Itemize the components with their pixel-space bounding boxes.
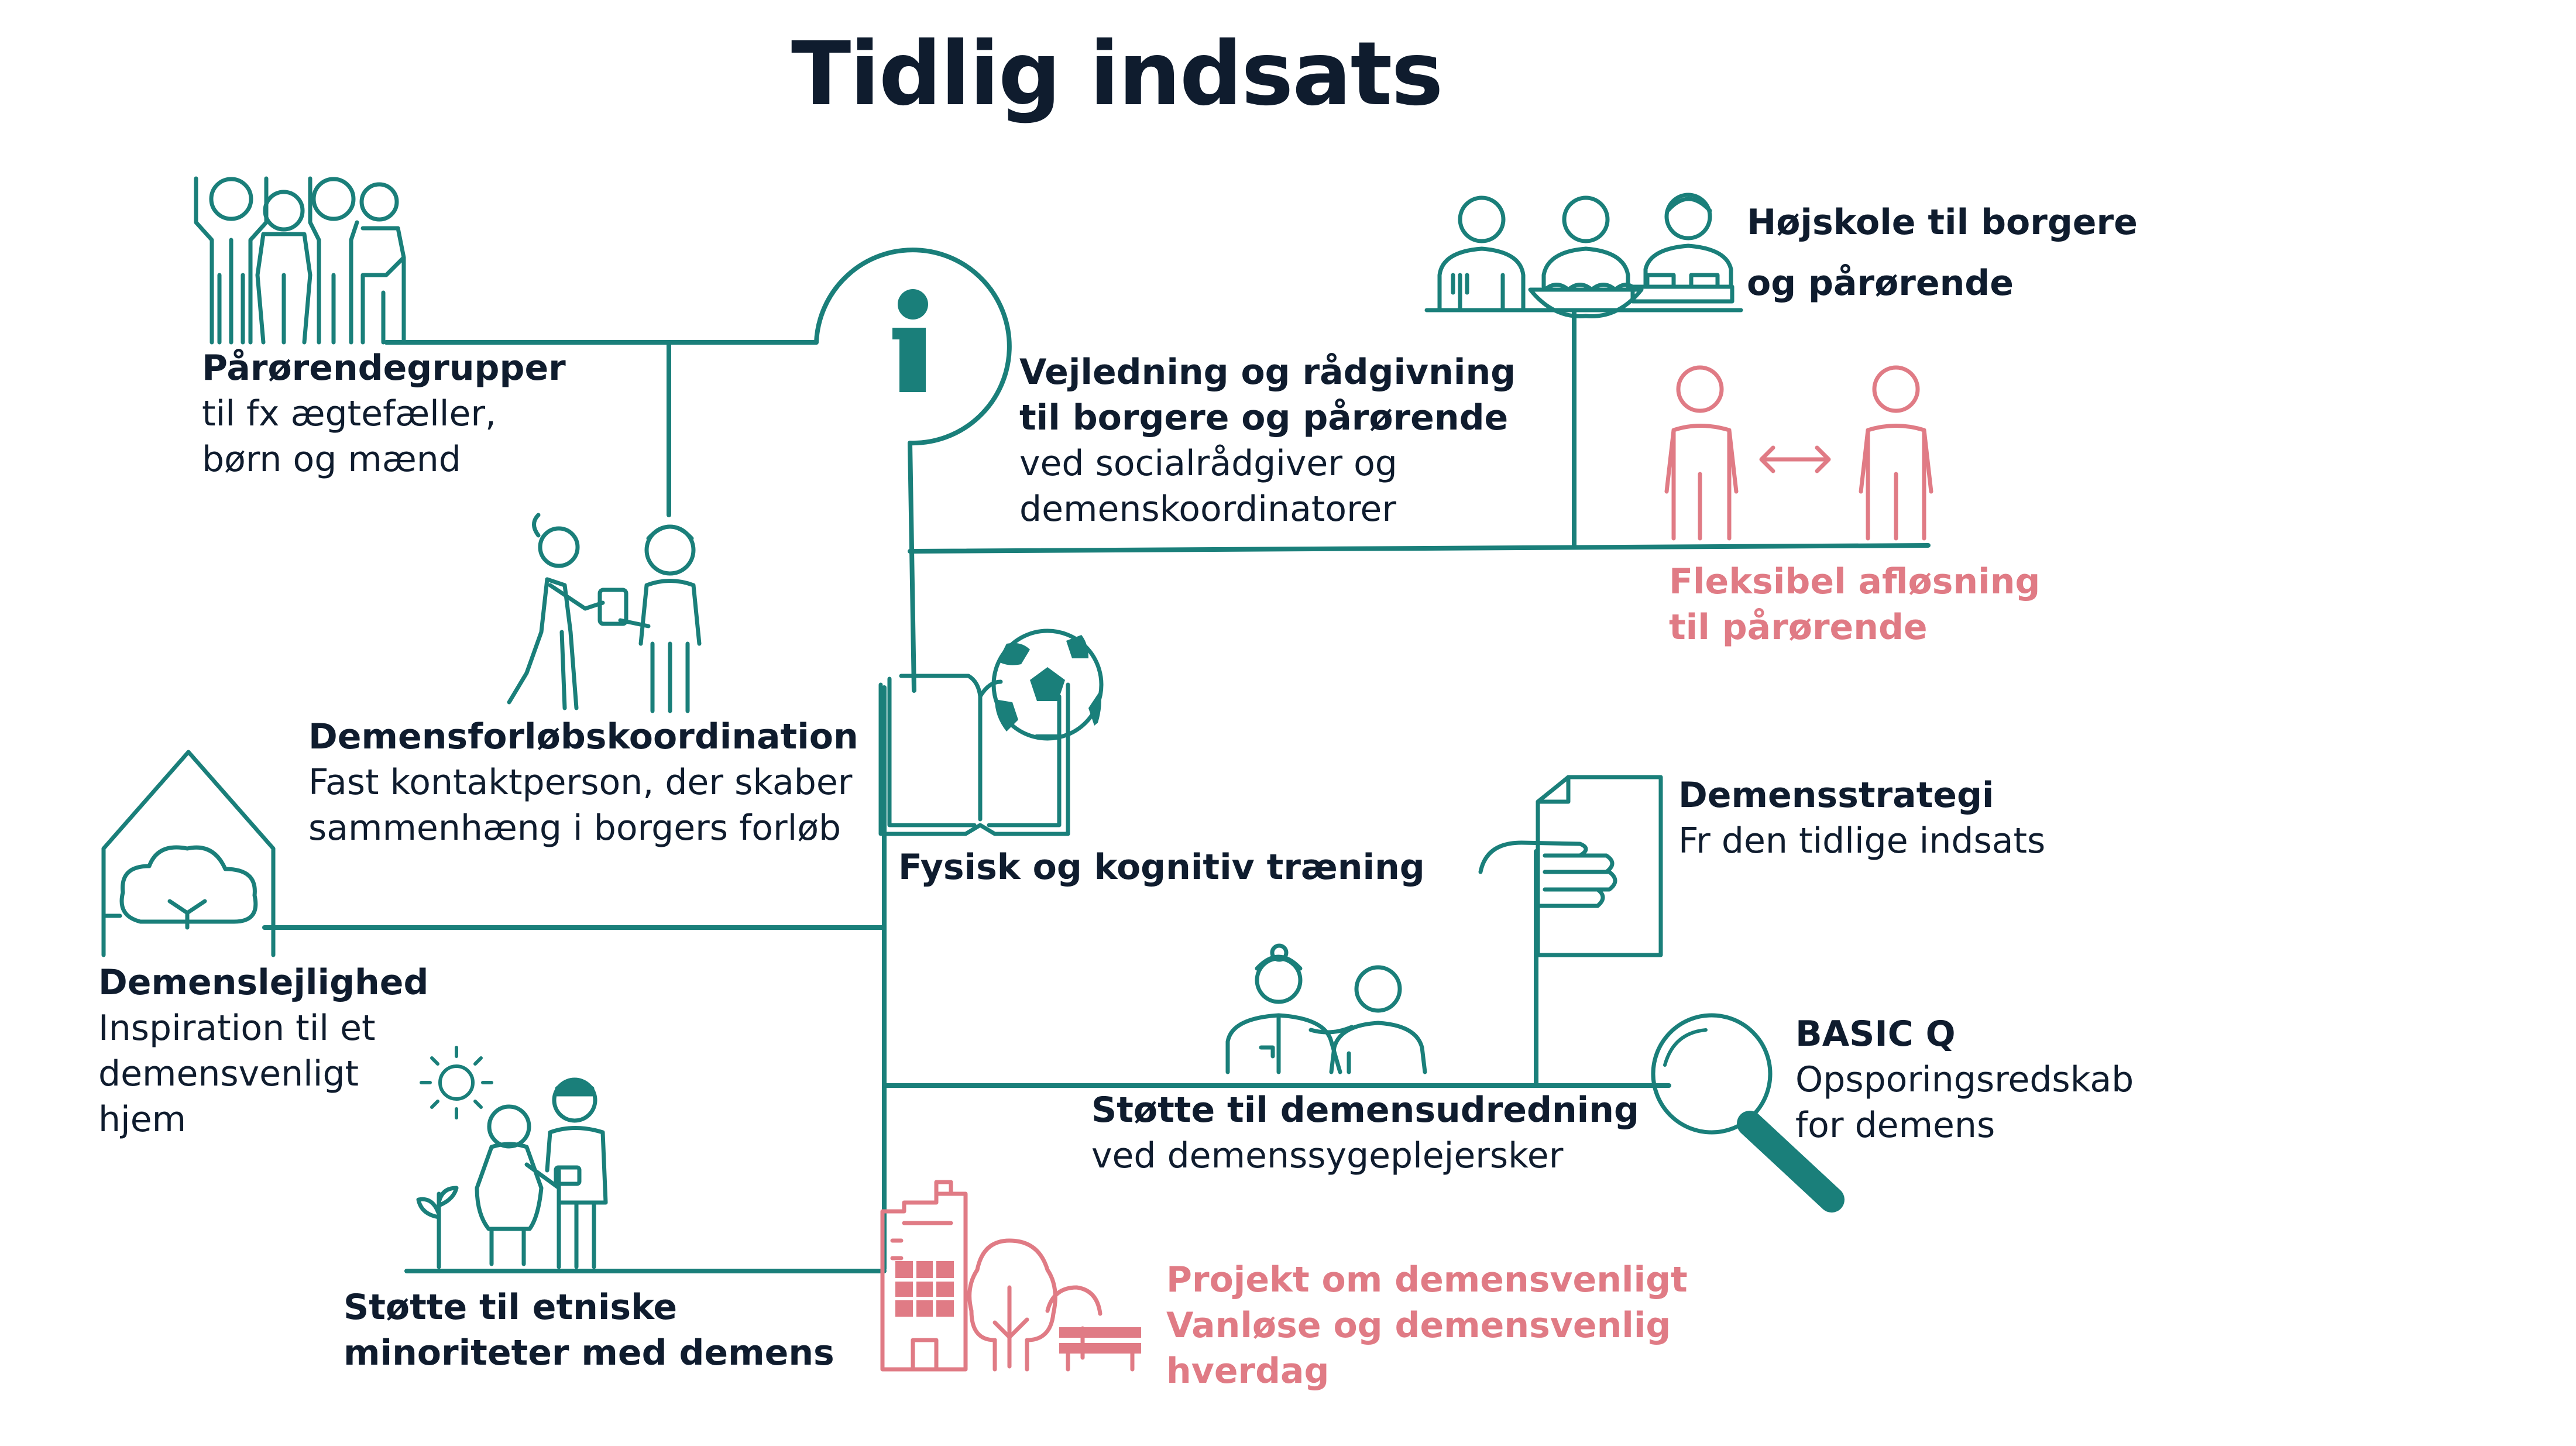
lejlighed-line-2: demensvenligt [98, 1053, 359, 1094]
hoejskole-heading-1: Højskole til borgere [1747, 202, 2138, 243]
strategi-heading: Demensstrategi [1678, 775, 1994, 816]
udredning-heading: Støtte til demensudredning [1091, 1090, 1639, 1131]
vejledning-heading-2: til borgere og pårørende [1019, 397, 1509, 438]
vanloese-heading-2: Vanløse og demensvenlig [1166, 1305, 1671, 1346]
etniske-heading-2: minoriteter med demens [344, 1332, 834, 1373]
strategi-line-1: Fr den tidlige indsats [1678, 820, 2046, 861]
info-icon [892, 289, 928, 392]
fleksibel-heading-2: til pårørende [1669, 607, 1928, 648]
elderly-couple-icon [416, 1046, 608, 1269]
connector-lines [262, 248, 1931, 1273]
fleksibel-heading-1: Fleksibel afløsning [1669, 561, 2041, 602]
document-in-hand-icon [1478, 775, 1663, 957]
strategi-text: Demensstrategi Fr den tidlige indsats [1678, 772, 2045, 864]
paaroerende-line-1: til fx ægtefæller, [202, 393, 497, 434]
vejledning-heading-1: Vejledning og rådgivning [1019, 352, 1516, 393]
lejlighed-heading: Demenslejlighed [98, 962, 429, 1003]
paaroerende-heading: Pårørendegrupper [202, 348, 566, 389]
city-building-icon [880, 1180, 1141, 1372]
people-at-table-icon [1424, 193, 1743, 318]
basicq-text: BASIC Q Opsporingsredskab for demens [1795, 1011, 2134, 1148]
fleksibel-text: Fleksibel afløsning til pårørende [1669, 559, 2040, 650]
group-of-people-icon [194, 176, 406, 345]
nurse-and-person-icon [1225, 943, 1427, 1074]
forloeb-line-2: sammenhæng i borgers forløb [308, 808, 842, 849]
traening-heading: Fysisk og kognitiv træning [898, 847, 1425, 888]
hoejskole-text: Højskole til borgere og pårørende [1747, 192, 2138, 314]
book-and-ball-icon [878, 628, 1104, 836]
vanloese-heading-1: Projekt om demensvenligt [1166, 1259, 1688, 1300]
handover-icon [507, 513, 702, 713]
etniske-heading-1: Støtte til etniske [344, 1287, 678, 1328]
paaroerende-text: Pårørendegrupper til fx ægtefæller, børn… [202, 345, 566, 482]
etniske-text: Støtte til etniske minoriteter med demen… [344, 1284, 834, 1376]
forloeb-text: Demensforløbskoordination Fast kontaktpe… [308, 714, 858, 851]
basicq-line-2: for demens [1795, 1105, 1995, 1146]
lejlighed-line-3: hjem [98, 1099, 187, 1140]
udredning-text: Støtte til demensudredning ved demenssyg… [1091, 1087, 1639, 1179]
traening-text: Fysisk og kognitiv træning [898, 844, 1425, 890]
vanloese-text: Projekt om demensvenligt Vanløse og deme… [1166, 1257, 1688, 1394]
forloeb-line-1: Fast kontaktperson, der skaber [308, 762, 853, 803]
vejledning-line-1: ved socialrådgiver og [1019, 443, 1397, 484]
paaroerende-line-2: børn og mænd [202, 439, 461, 480]
udredning-line-1: ved demenssygeplejersker [1091, 1135, 1564, 1176]
basicq-heading: BASIC Q [1795, 1014, 1956, 1055]
magnifier-icon [1651, 1013, 1845, 1213]
house-with-tree-icon [101, 750, 276, 957]
page-title: Tidlig indsats [791, 23, 1444, 125]
vejledning-text: Vejledning og rådgivning til borgere og … [1019, 349, 1516, 532]
lejlighed-line-1: Inspiration til et [98, 1008, 376, 1049]
two-people-exchange-icon [1664, 365, 1933, 541]
hoejskole-heading-2: og pårørende [1747, 263, 2014, 304]
forloeb-heading: Demensforløbskoordination [308, 716, 858, 757]
basicq-line-1: Opsporingsredskab [1795, 1059, 2134, 1100]
vanloese-heading-3: hverdag [1166, 1351, 1330, 1392]
vejledning-line-2: demenskoordinatorer [1019, 489, 1397, 530]
lejlighed-text: Demenslejlighed Inspiration til et demen… [98, 960, 428, 1142]
